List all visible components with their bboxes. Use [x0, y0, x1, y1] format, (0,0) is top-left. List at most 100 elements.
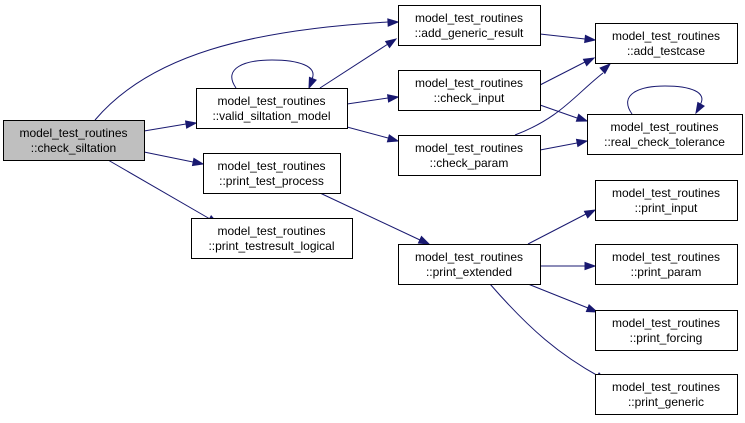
node-box — [595, 374, 738, 415]
node-print-testresult-logical[interactable]: model_test_routines::print_testresult_lo… — [191, 218, 353, 259]
edge-check-siltation-to-valid-siltation-model — [143, 120, 198, 132]
edge-line — [319, 192, 421, 241]
edge-check-param-to-add-testcase — [514, 63, 612, 136]
arrowhead — [583, 209, 597, 219]
node-box — [595, 23, 738, 64]
edge-line — [346, 126, 389, 139]
arrowhead — [575, 113, 589, 122]
edge-line — [231, 59, 314, 89]
edge-print-test-process-to-print-extended — [319, 192, 431, 245]
arrowhead — [599, 63, 612, 75]
arrowhead — [308, 76, 317, 90]
arrowhead — [584, 34, 597, 44]
node-check-siltation[interactable]: model_test_routines::check_siltation — [3, 120, 145, 161]
node-box — [398, 70, 541, 111]
node-module-label: model_test_routines — [612, 316, 720, 330]
node-box — [203, 153, 341, 194]
nodes-layer: model_test_routines::check_siltationmode… — [3, 5, 743, 415]
node-box — [196, 88, 348, 129]
edge-line — [143, 151, 194, 163]
arrowhead — [695, 101, 705, 115]
node-check-param[interactable]: model_test_routines::check_param — [398, 135, 541, 176]
node-add-generic-result[interactable]: model_test_routines::add_generic_result — [398, 5, 541, 46]
node-print-forcing[interactable]: model_test_routines::print_forcing — [595, 310, 738, 351]
edge-line — [94, 21, 389, 121]
node-routine-label: ::add_generic_result — [415, 26, 524, 40]
node-box — [398, 5, 541, 46]
edge-valid-siltation-model-to-check-input — [346, 94, 400, 105]
node-module-label: model_test_routines — [415, 250, 523, 264]
node-routine-label: ::check_input — [434, 91, 505, 105]
node-routine-label: ::print_input — [635, 201, 698, 215]
node-box — [398, 244, 541, 285]
edge-check-siltation-to-add-generic-result — [94, 18, 400, 121]
node-print-extended[interactable]: model_test_routines::print_extended — [398, 244, 541, 285]
edge-real-check-tolerance-to-real-check-tolerance — [627, 85, 705, 115]
node-module-label: model_test_routines — [217, 159, 325, 173]
node-box — [595, 310, 738, 351]
edge-line — [539, 61, 586, 86]
node-routine-label: ::print_param — [631, 265, 702, 279]
node-module-label: model_test_routines — [612, 380, 720, 394]
arrowhead — [387, 18, 400, 27]
node-routine-label: ::print_extended — [426, 265, 512, 279]
node-real-check-tolerance[interactable]: model_test_routines::real_check_toleranc… — [587, 114, 743, 155]
node-print-input[interactable]: model_test_routines::print_input — [595, 180, 738, 221]
node-check-input[interactable]: model_test_routines::check_input — [398, 70, 541, 111]
arrowhead — [585, 304, 599, 313]
edge-line — [489, 283, 601, 378]
node-module-label: model_test_routines — [612, 186, 720, 200]
arrowhead — [384, 38, 398, 49]
edge-line — [143, 123, 187, 132]
arrowhead — [575, 138, 589, 148]
edge-line — [319, 43, 389, 89]
node-routine-label: ::print_testresult_logical — [208, 239, 334, 253]
node-module-label: model_test_routines — [612, 29, 720, 43]
arrowhead — [582, 57, 596, 67]
edge-line — [527, 283, 589, 309]
node-box — [587, 114, 743, 155]
node-module-label: model_test_routines — [415, 11, 523, 25]
arrowhead — [184, 120, 198, 129]
node-box — [595, 244, 738, 285]
node-module-label: model_test_routines — [19, 126, 127, 140]
node-box — [191, 218, 353, 259]
edge-line — [514, 72, 604, 136]
arrowhead — [191, 157, 205, 167]
edge-line — [107, 159, 211, 220]
node-valid-siltation-model[interactable]: model_test_routines::valid_siltation_mod… — [196, 88, 348, 129]
node-module-label: model_test_routines — [415, 76, 523, 90]
edge-print-extended-to-print-input — [527, 209, 597, 245]
edge-valid-siltation-model-to-add-generic-result — [319, 38, 398, 89]
node-routine-label: ::valid_siltation_model — [212, 109, 330, 123]
arrowhead — [386, 134, 400, 143]
node-box — [3, 120, 145, 161]
node-module-label: model_test_routines — [217, 224, 325, 238]
node-module-label: model_test_routines — [610, 120, 718, 134]
node-routine-label: ::add_testcase — [627, 44, 705, 58]
edge-valid-siltation-model-to-valid-siltation-model — [231, 59, 317, 90]
node-routine-label: ::check_param — [430, 156, 509, 170]
node-box — [595, 180, 738, 221]
node-module-label: model_test_routines — [217, 94, 325, 108]
node-print-param[interactable]: model_test_routines::print_param — [595, 244, 738, 285]
node-routine-label: ::real_check_tolerance — [604, 135, 725, 149]
edge-print-extended-to-print-forcing — [527, 283, 599, 313]
arrowhead — [417, 235, 431, 245]
node-module-label: model_test_routines — [415, 141, 523, 155]
edge-print-extended-to-print-generic — [489, 283, 608, 382]
node-print-generic[interactable]: model_test_routines::print_generic — [595, 374, 738, 415]
edge-check-siltation-to-print-test-process — [143, 151, 205, 167]
node-box — [398, 135, 541, 176]
node-print-test-process[interactable]: model_test_routines::print_test_process — [203, 153, 341, 194]
node-module-label: model_test_routines — [612, 250, 720, 264]
node-routine-label: ::print_forcing — [630, 331, 703, 345]
edge-check-siltation-to-print-testresult-logical — [107, 159, 220, 225]
edge-line — [527, 213, 587, 245]
edge-valid-siltation-model-to-check-param — [346, 126, 400, 143]
arrowhead — [584, 261, 597, 271]
arrowhead — [387, 94, 400, 103]
node-add-testcase[interactable]: model_test_routines::add_testcase — [595, 23, 738, 64]
node-routine-label: ::print_test_process — [219, 174, 324, 188]
